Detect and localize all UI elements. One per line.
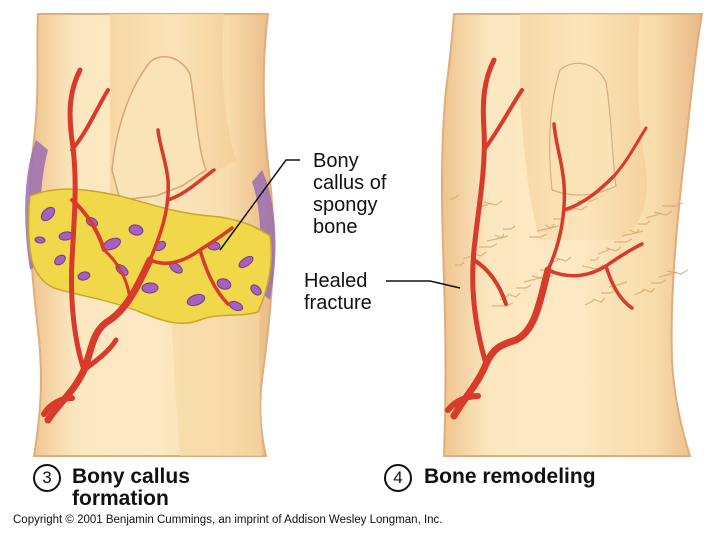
- callus-cell: [216, 278, 232, 290]
- copyright-notice: Copyright © 2001 Benjamin Cummings, an i…: [13, 514, 443, 526]
- trabecula-mark: [645, 212, 662, 219]
- callus-cell: [34, 236, 46, 244]
- trabecula-mark: [653, 210, 673, 216]
- trabecula-mark: [455, 261, 465, 266]
- vessel: [81, 337, 119, 373]
- panel-3-number: 3: [33, 464, 61, 492]
- trabecula-mark: [601, 289, 617, 294]
- panel-4-title-line: Bone remodeling: [424, 465, 596, 488]
- healed-leader-line: [386, 280, 461, 289]
- callus-cell: [238, 255, 254, 269]
- illustration: [25, 13, 704, 457]
- vessel: [445, 393, 481, 413]
- trabecula-mark: [523, 276, 543, 283]
- trabecula-mark: [483, 200, 503, 206]
- panel-4-title: Bone remodeling: [424, 466, 596, 488]
- callus-cell: [54, 254, 66, 266]
- trabecula-mark: [638, 220, 651, 225]
- callus-leader-line: [219, 159, 300, 251]
- callus-cell: [186, 293, 206, 307]
- panel-3-title-line: formation: [72, 487, 169, 510]
- trabecula-mark: [658, 271, 678, 278]
- trabecula-mark: [581, 264, 604, 270]
- callus-label-line: bone: [313, 216, 358, 238]
- callus-cell: [40, 206, 56, 222]
- blood-vessels-panel-3: [41, 67, 234, 424]
- healed-label-line: Healed: [304, 270, 368, 292]
- trabecula-mark: [529, 233, 548, 238]
- trabecula-mark: [614, 238, 633, 243]
- healed-label-line: fracture: [304, 292, 372, 314]
- healed-label: Healed fracture: [304, 270, 372, 314]
- trabecula-mark: [536, 225, 559, 232]
- trabecula-mark: [642, 287, 656, 293]
- trabecula-mark: [634, 289, 645, 296]
- vessel: [198, 248, 230, 306]
- blood-vessels-panel-4: [445, 57, 648, 420]
- trabecula-mark: [666, 269, 689, 275]
- trabecula-mark: [503, 225, 516, 230]
- vessel: [450, 266, 552, 420]
- vessel: [562, 174, 616, 212]
- trabecula-mark: [590, 256, 600, 261]
- trabecula-mark: [449, 194, 460, 201]
- panel-3-bone: [25, 13, 300, 457]
- trabecula-mark: [662, 202, 684, 207]
- trabecula-mark: [486, 235, 509, 242]
- trabecula-mark: [499, 294, 510, 301]
- trabecula-mark: [592, 297, 606, 303]
- vessel: [148, 128, 171, 262]
- callus-label-line: Bony: [313, 150, 359, 172]
- vessel: [102, 248, 132, 302]
- callus-label-line: callus of: [313, 172, 387, 194]
- vessel: [612, 126, 648, 178]
- right-remodeled-fragment: [549, 62, 617, 196]
- panel-3-title-line: Bony callus: [72, 465, 190, 488]
- vessel: [41, 395, 75, 417]
- vessel: [70, 88, 110, 152]
- callus-cell: [250, 284, 262, 296]
- trabecula-mark: [584, 299, 595, 306]
- vessel: [70, 198, 106, 252]
- healed-fracture-texture: [449, 194, 689, 307]
- callus-label-line: spongy: [313, 194, 378, 216]
- trabecula-mark: [492, 302, 514, 307]
- panel-4-bone: [386, 13, 704, 457]
- vessel: [604, 264, 634, 310]
- vessel: [472, 258, 508, 306]
- panel-3-title: Bony callus formation: [72, 466, 190, 510]
- trabecula-mark: [479, 243, 498, 248]
- vessel: [546, 122, 567, 272]
- panel-4-number: 4: [384, 464, 412, 492]
- callus-cell: [128, 224, 144, 236]
- trabecula-mark: [507, 292, 521, 298]
- left-lower-shaft: [172, 300, 262, 456]
- trabecula-mark: [651, 279, 667, 284]
- callus-label: Bony callus of spongy bone: [313, 150, 386, 238]
- trabecula-mark: [621, 230, 644, 237]
- trabecula-mark: [516, 284, 532, 289]
- vessel: [470, 57, 497, 367]
- trabecula-mark: [597, 248, 611, 255]
- vessel: [482, 88, 524, 152]
- vessel: [67, 67, 87, 373]
- vessel: [166, 168, 216, 202]
- left-fracture-fragment: [111, 55, 207, 201]
- callus-cell: [141, 282, 159, 294]
- callus-cell: [77, 271, 91, 281]
